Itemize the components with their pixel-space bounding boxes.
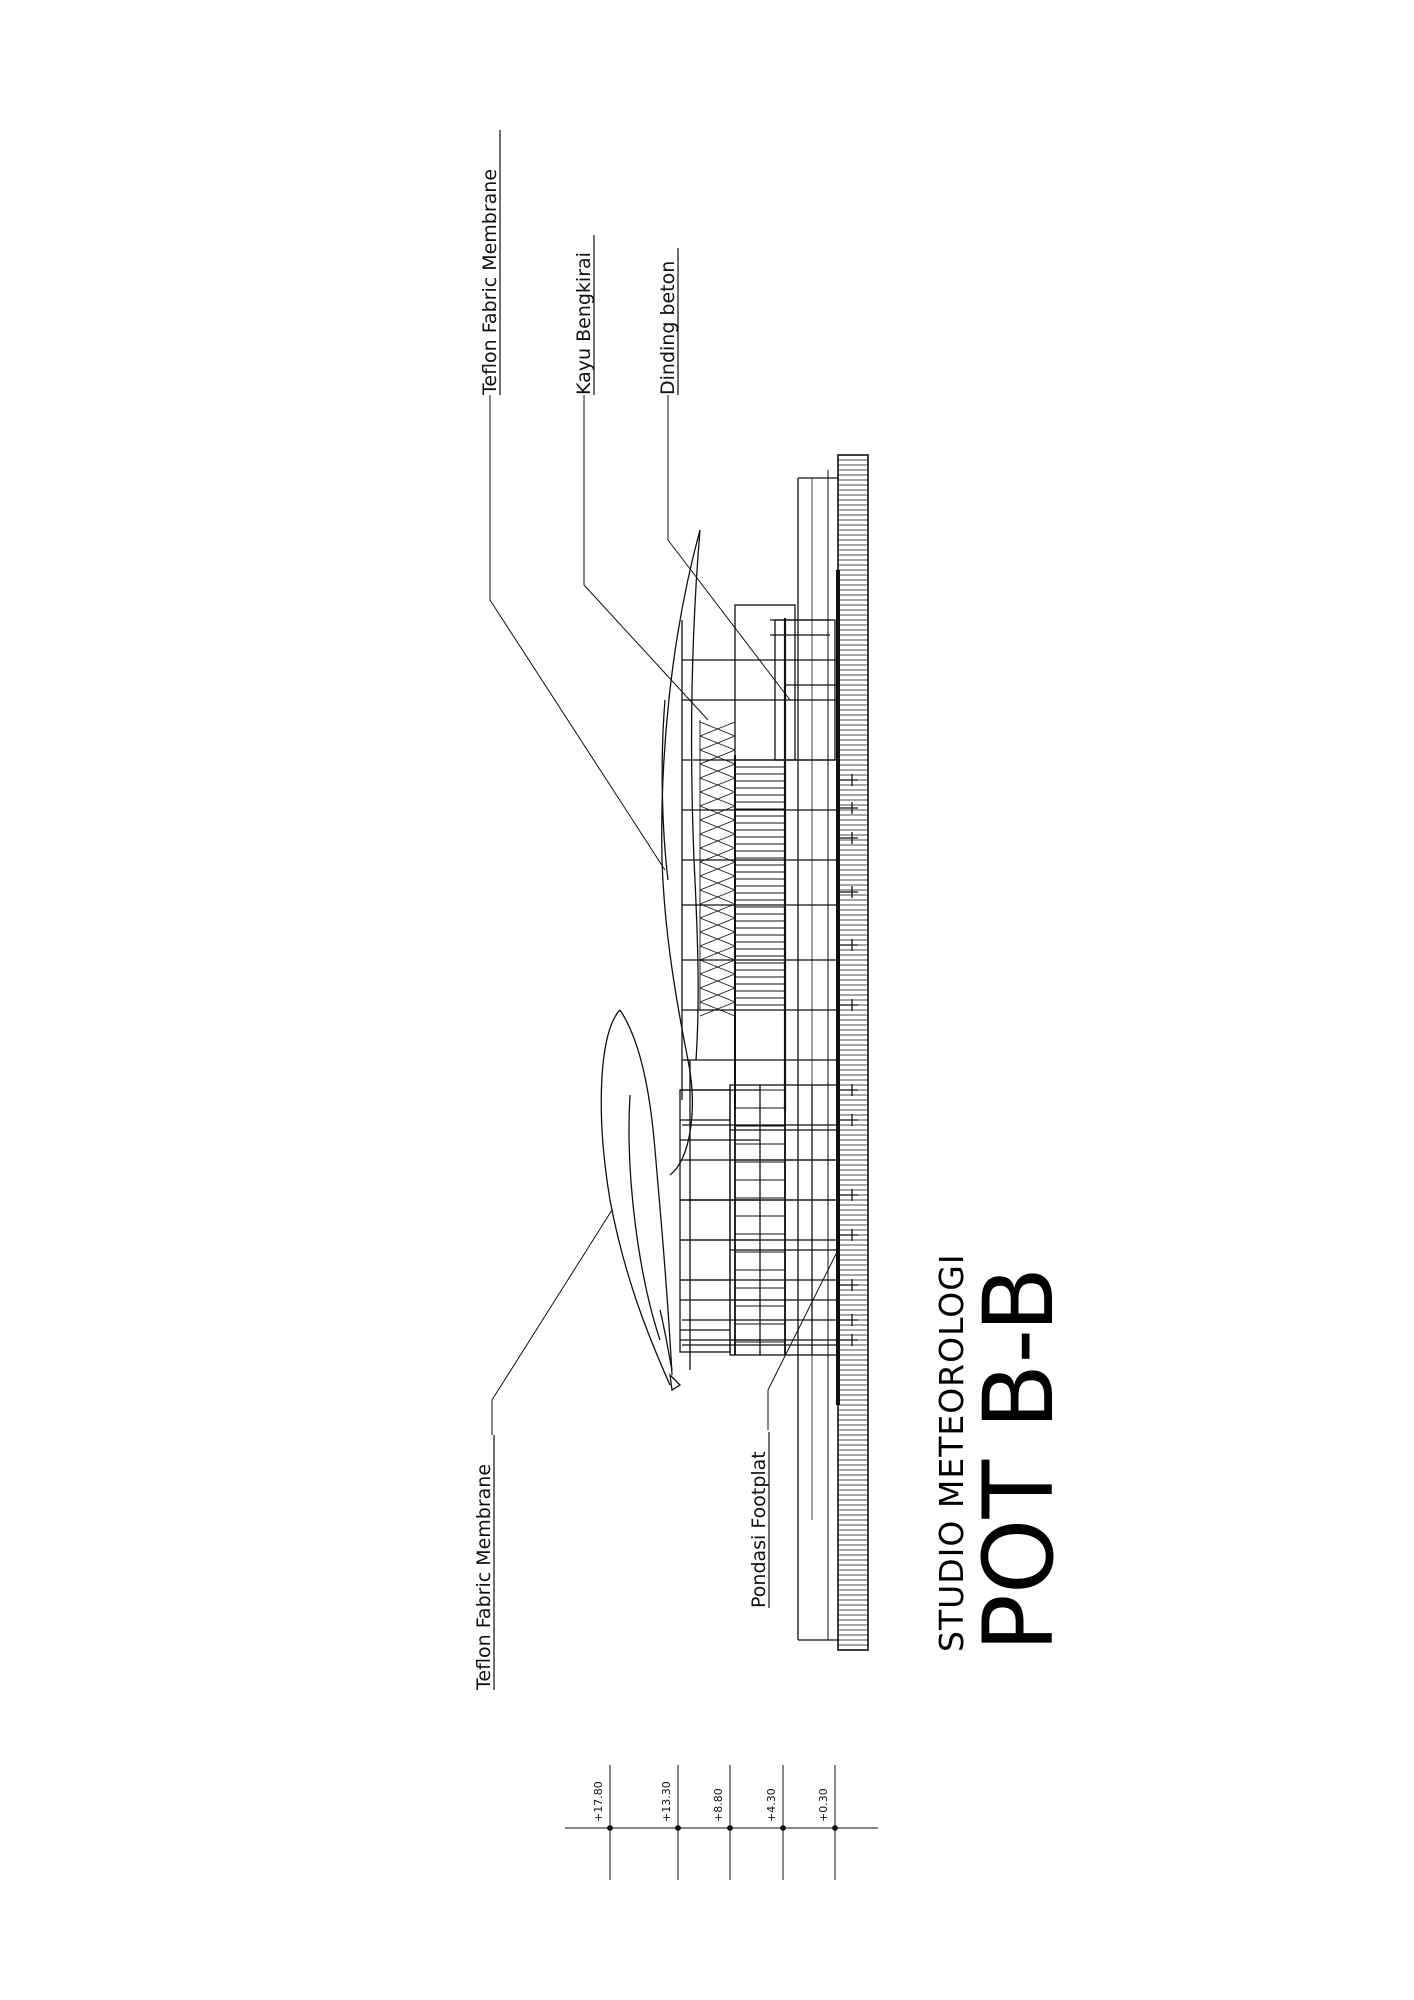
label-pondasi-footplat: Pondasi Footplat [748,1451,770,1608]
truss-member [699,931,736,947]
foundations [838,774,858,1346]
truss-member [699,833,736,849]
truss-member [699,721,736,737]
section-title: POT B-B [963,1266,1075,1652]
truss-member [699,777,736,793]
level-label: +17.80 [592,1781,605,1822]
truss-member [699,945,736,961]
roof-truss [699,720,736,1017]
truss-member [699,749,736,765]
truss-member [699,917,736,933]
leader-lines [489,395,839,1435]
ground-strip [827,454,869,1651]
truss-member [699,903,736,919]
studio-title: STUDIO METEOROLOGI [932,1253,971,1652]
truss-member [699,735,736,751]
truss-member [699,819,736,835]
level-label: +13.30 [660,1781,673,1822]
truss-member [699,763,736,779]
truss-member [699,791,736,807]
truss-member [699,861,736,877]
truss-member [699,1001,736,1017]
label-teflon-top: Teflon Fabric Membrane [479,169,501,396]
label-kayu-bengkirai: Kayu Bengkirai [573,252,595,395]
title-block: STUDIO METEOROLOGI POT B-B [932,1253,1075,1652]
level-markers [565,1765,878,1880]
membrane-roof [661,529,701,1176]
truss-member [699,987,736,1003]
level-label: +8.80 [712,1788,725,1822]
building-section [489,395,869,1651]
roof-beams [680,620,760,1370]
truss-member [699,847,736,863]
truss-member [699,959,736,975]
label-teflon-bottom: Teflon Fabric Membrane [473,1464,495,1691]
level-labels: +17.80 +13.30 +8.80 +4.30 +0.30 [592,1781,830,1822]
label-dinding-beton: Dinding beton [657,261,679,395]
truss-member [699,889,736,905]
truss-member [699,973,736,989]
truss-member [699,875,736,891]
level-label: +4.30 [765,1788,778,1822]
concrete-wall [734,604,838,761]
truss-member [699,805,736,821]
membrane-canopy [600,1009,682,1392]
level-label: +0.30 [817,1788,830,1822]
site-wall [797,477,838,1641]
annotation-labels: Teflon Fabric Membrane Kayu Bengkirai Di… [473,130,770,1691]
